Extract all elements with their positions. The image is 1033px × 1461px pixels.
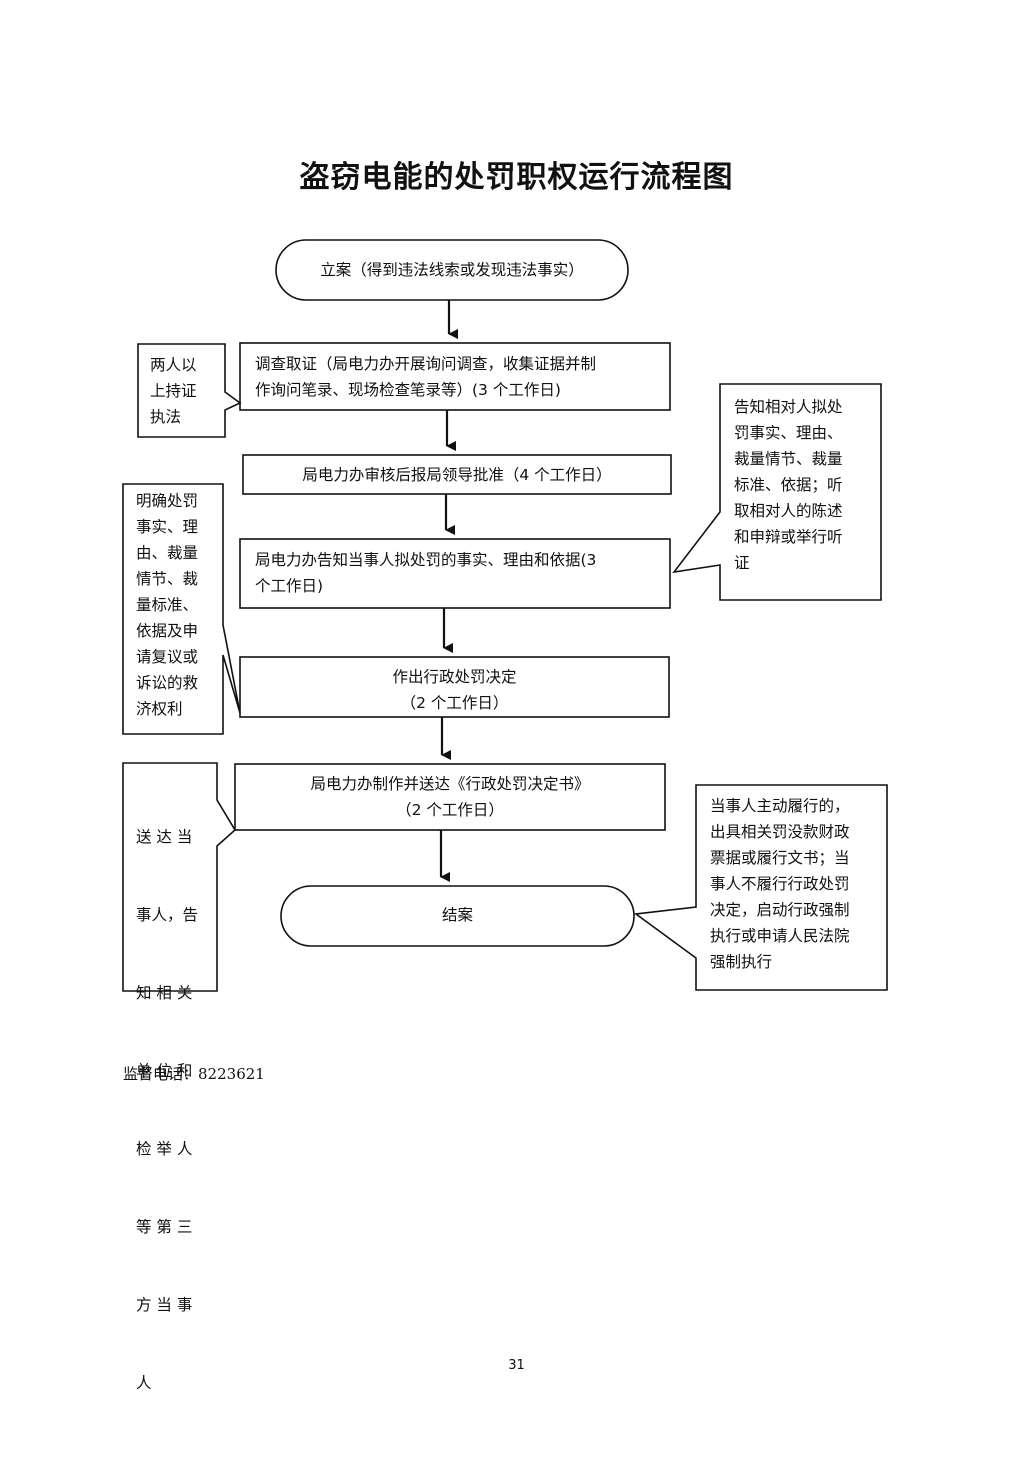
note-line: 检 举 人 <box>136 1140 193 1158</box>
note-line: 等 第 三 <box>136 1218 193 1236</box>
callout-two-persons <box>137 343 242 438</box>
note-line: 取相对人的陈述 <box>734 502 843 520</box>
note-clarify: 明确处罚 事实、理 由、裁量 情节、裁 量标准、 依据及申 请复议或 诉讼的救 … <box>136 488 221 722</box>
note-line: 罚事实、理由、 <box>734 424 843 442</box>
step-decision-text: 作出行政处罚决定 （2 个工作日） <box>240 664 669 716</box>
note-line: 标准、依据；听 <box>734 476 843 494</box>
note-line: 裁量情节、裁量 <box>734 450 843 468</box>
page-number: 31 <box>508 1358 525 1373</box>
note-two-persons: 两人以 上持证 执法 <box>150 352 225 430</box>
supervision-phone: 监督电话：8223621 <box>123 1063 265 1084</box>
note-line: 人 <box>136 1374 152 1392</box>
note-line: 和申辩或举行听 <box>734 528 843 546</box>
note-line: 依据及申 <box>136 622 199 640</box>
note-line: 事人不履行行政处罚 <box>710 875 850 893</box>
end-terminal <box>280 885 635 947</box>
note-line: 量标准、 <box>136 596 199 614</box>
step-deliver-text: 局电力办制作并送达《行政处罚决定书》 （2 个工作日） <box>235 771 665 823</box>
step-deliver-line2: （2 个工作日） <box>396 801 504 819</box>
step-approve-box <box>242 454 672 495</box>
step-investigate-line2: 作询问笔录、现场检查笔录等）(3 个工作日) <box>255 381 561 399</box>
step-deliver-line1: 局电力办制作并送达《行政处罚决定书》 <box>310 775 590 793</box>
note-line: 明确处罚 <box>136 492 199 510</box>
note-line: 出具相关罚没款财政 <box>710 823 850 841</box>
step-investigate-text: 调查取证（局电力办开展询问调查，收集证据并制 作询问笔录、现场检查笔录等）(3 … <box>255 351 665 403</box>
note-line: 执行或申请人民法院 <box>710 927 850 945</box>
note-line: 票据或履行文书；当 <box>710 849 850 867</box>
note-serve: 送 达 当 事人，告 知 相 关 单 位 和 检 举 人 等 第 三 方 当 事… <box>136 772 216 1422</box>
note-line: 请复议或 <box>136 648 199 666</box>
note-line: 事实、理 <box>136 518 199 536</box>
step-approve-label: 局电力办审核后报局领导批准（4 个工作日） <box>302 466 612 484</box>
note-enforce: 当事人主动履行的， 出具相关罚没款财政 票据或履行文书；当 事人不履行行政处罚 … <box>710 793 885 975</box>
note-line: 两人以 <box>150 356 197 374</box>
callout-clarify <box>122 483 241 735</box>
step-decision-line1: 作出行政处罚决定 <box>392 668 517 686</box>
note-line: 当事人主动履行的， <box>710 797 850 815</box>
step-start-label: 立案（得到违法线索或发现违法事实） <box>320 261 584 279</box>
step-close-label: 结案 <box>441 906 473 924</box>
step-decision-box <box>239 656 670 718</box>
note-line: 诉讼的救 <box>136 674 199 692</box>
page-title: 盗窃电能的处罚职权运行流程图 <box>299 160 734 195</box>
step-investigate-box <box>239 342 671 411</box>
step-notify-text: 局电力办告知当事人拟处罚的事实、理由和依据(3 个工作日) <box>255 547 667 599</box>
note-line: 知 相 关 <box>136 984 193 1002</box>
note-line: 情节、裁 <box>136 570 199 588</box>
supervision-phone-number: 8223621 <box>198 1065 265 1083</box>
note-inform-rights: 告知相对人拟处 罚事实、理由、 裁量情节、裁量 标准、依据；听 取相对人的陈述 … <box>734 394 879 576</box>
step-deliver-box <box>234 763 666 831</box>
step-notify-line2: 个工作日) <box>255 577 324 595</box>
note-line: 方 当 事 <box>136 1296 193 1314</box>
note-line: 由、裁量 <box>136 544 199 562</box>
callout-inform-rights <box>672 383 882 601</box>
step-notify-box <box>239 538 671 609</box>
note-line: 单 位 和 <box>136 1062 193 1080</box>
step-investigate-line1: 调查取证（局电力办开展询问调查，收集证据并制 <box>255 355 597 373</box>
step-decision-line2: （2 个工作日） <box>400 694 509 712</box>
start-terminal <box>275 239 629 301</box>
note-line: 决定，启动行政强制 <box>710 901 850 919</box>
callout-enforce <box>633 784 888 991</box>
note-line: 事人，告 <box>136 906 199 924</box>
callout-serve <box>122 762 237 992</box>
supervision-phone-label: 监督电话： <box>123 1065 199 1083</box>
step-notify-line1: 局电力办告知当事人拟处罚的事实、理由和依据(3 <box>255 551 597 569</box>
note-line: 济权利 <box>136 700 183 718</box>
note-line: 强制执行 <box>710 953 773 971</box>
note-line: 告知相对人拟处 <box>734 398 843 416</box>
note-line: 证 <box>734 554 750 572</box>
note-line: 送 达 当 <box>136 828 193 846</box>
note-line: 执法 <box>150 408 182 426</box>
note-line: 上持证 <box>150 382 197 400</box>
